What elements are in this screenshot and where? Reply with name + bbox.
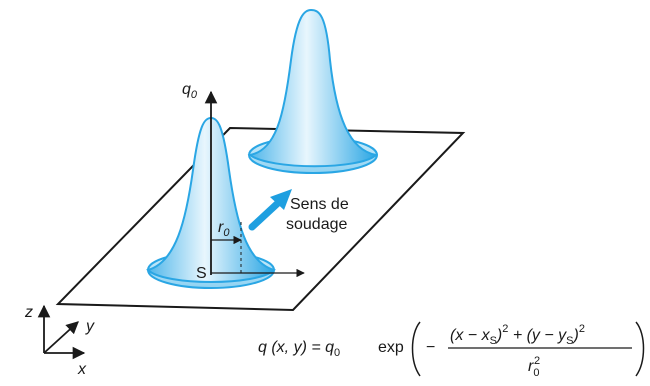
svg-text:q (x, y) = q0: q (x, y) = q0 [258,339,340,359]
svg-text:−: − [426,339,435,356]
axis-y-label: y [85,318,95,335]
back-heat-peak [247,8,379,174]
welding-direction-arrow [248,189,292,231]
svg-text:(x − xS)2 + (y − yS)2: (x − xS)2 + (y − yS)2 [450,323,585,347]
gaussian-formula: q (x, y) = q0 exp − (x − xS)2 + (y − yS)… [258,321,645,379]
svg-text:2: 2 [534,355,540,367]
source-label: S [196,265,207,282]
svg-text:exp: exp [378,339,404,356]
axis-x-label: x [77,361,87,378]
axis-z-label: z [24,304,33,321]
welding-direction-label-line2: soudage [286,216,347,233]
coordinate-frame [37,304,86,360]
svg-text:r0: r0 [528,358,539,379]
r0-label: r0 [218,219,230,239]
q0-label: q0 [182,81,198,101]
welding-direction-label-line1: Sens de [290,196,349,213]
